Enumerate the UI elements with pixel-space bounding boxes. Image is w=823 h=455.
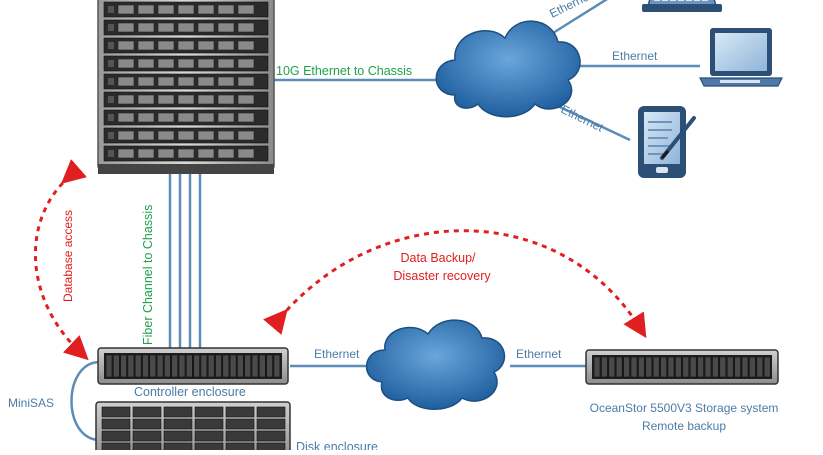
controller-enclosure-label: Controller enclosure — [134, 385, 246, 399]
minisas-label: MiniSAS — [8, 396, 54, 410]
fiber-link-label: Fiber Channel to Chassis — [141, 205, 155, 345]
oceanstor-label-line1: OceanStor 5500V3 Storage system — [590, 401, 779, 415]
ethernet-label-tablet: Ethernet — [559, 102, 607, 135]
cloud-to-top-device-line — [544, 0, 608, 40]
database-access-arrow — [33, 159, 89, 361]
disk-enclosure-label: Disk enclosure — [296, 440, 378, 450]
data-backup-label-line2: Disaster recovery — [393, 269, 491, 283]
controller-enclosure — [97, 347, 289, 385]
chassis-link-label: 10G Ethernet to Chassis — [276, 64, 412, 78]
laptop — [699, 28, 783, 87]
ethernet-label-laptop: Ethernet — [612, 49, 658, 63]
minisas-cable — [70, 360, 101, 442]
network-cloud-top — [435, 20, 581, 118]
tablet — [638, 106, 696, 178]
ethernet-label-left: Ethernet — [314, 347, 360, 361]
ethernet-label-right: Ethernet — [516, 347, 562, 361]
disk-enclosure — [95, 401, 291, 455]
data-backup-label-line1: Data Backup/ — [400, 251, 476, 265]
oceanstor-label-line2: Remote backup — [642, 419, 726, 433]
connection-lines — [70, 0, 700, 442]
oceanstor-storage — [585, 349, 779, 385]
data-backup-arrow — [263, 229, 647, 339]
network-cloud-bottom — [365, 319, 506, 410]
blade-chassis — [97, 0, 275, 174]
workstation-top — [642, 0, 722, 12]
database-access-label: Database access — [61, 210, 75, 302]
